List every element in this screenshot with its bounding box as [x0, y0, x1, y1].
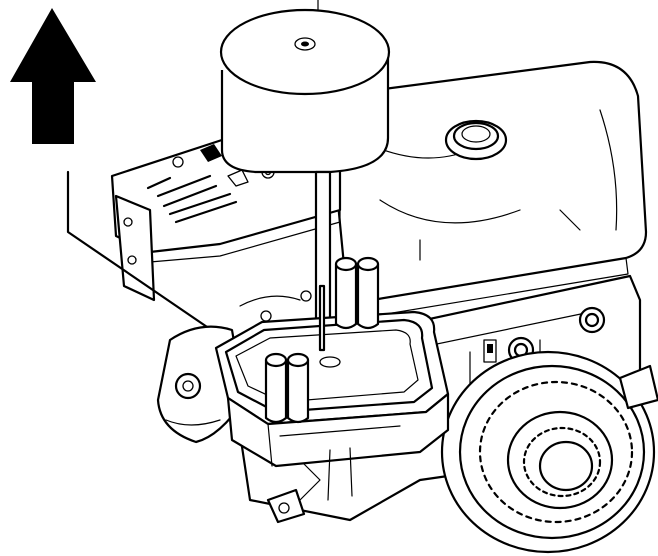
fuel-cap: [444, 119, 508, 161]
prefilter-posts-front: [264, 352, 310, 424]
prefilter-posts-rear: [334, 256, 380, 330]
air-filter-element-icon: [219, 0, 391, 174]
up-arrow-icon: [10, 8, 96, 144]
indicator-line: [66, 170, 234, 346]
guide-rod: [318, 284, 326, 352]
recoil-starter-icon: [440, 350, 658, 554]
